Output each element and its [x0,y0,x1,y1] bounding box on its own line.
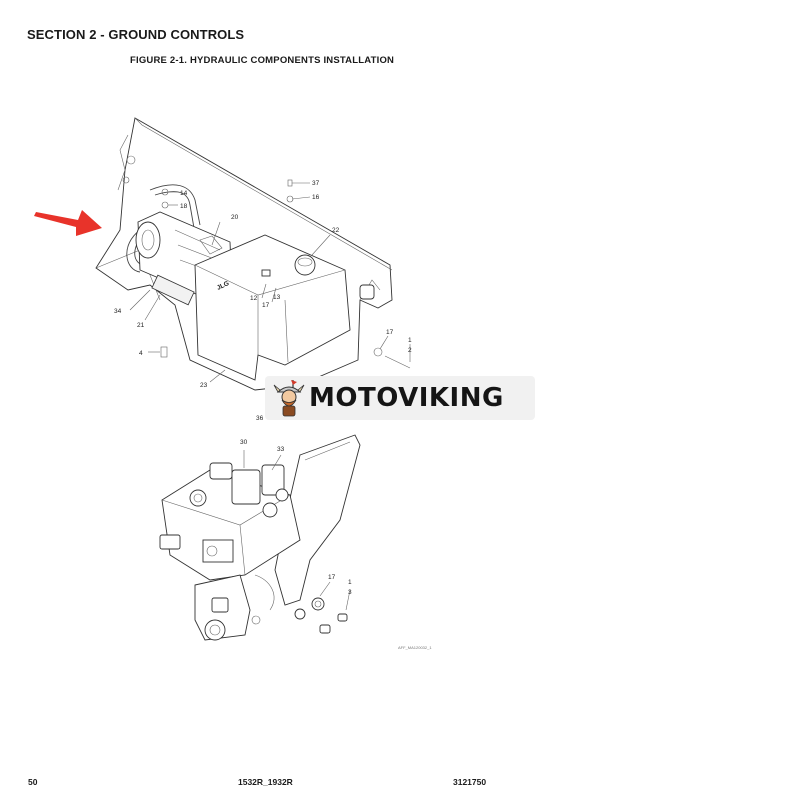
callout-14: 14 [180,190,188,197]
hydraulic-tank: JLG [194,234,351,381]
viking-mascot-icon [273,380,305,417]
callout-12: 12 [250,295,258,302]
callout-23: 23 [200,382,208,389]
callout-17: 17 [262,302,270,309]
valve-block-assembly [159,434,361,641]
callout-36: 36 [256,415,264,422]
callout-18: 18 [180,203,188,210]
callout-30: 30 [240,439,248,446]
callout-20: 20 [231,214,239,221]
callout-33: 33 [277,446,285,453]
callout-3: 3 [348,589,352,596]
callout-2: 2 [408,347,412,354]
callout-13: 13 [273,294,281,301]
callout-34: 34 [114,308,122,315]
pointer-arrow-icon [34,210,102,236]
callout-37: 37 [312,180,320,187]
callout-1: 1 [408,337,412,344]
image-reference: AFF_MA120032_1 [398,645,432,650]
callout-22: 22 [332,227,340,234]
model-number: 1532R_1932R [238,777,293,787]
figure-title: FIGURE 2-1. HYDRAULIC COMPONENTS INSTALL… [130,55,395,66]
callout-1: 1 [348,579,352,586]
page-number: 50 [28,777,38,787]
svg-text:JLG: JLG [216,280,230,292]
document-number: 3121750 [453,777,487,787]
callout-17: 17 [328,574,336,581]
section-title: SECTION 2 - GROUND CONTROLS [27,27,245,42]
callout-17: 17 [386,329,394,336]
watermark-banner: MOTOVIKING [265,376,535,420]
logo-text: MOTOVIKING [309,383,504,413]
callout-21: 21 [137,322,145,329]
callout-4: 4 [139,350,143,357]
callout-16: 16 [312,194,320,201]
